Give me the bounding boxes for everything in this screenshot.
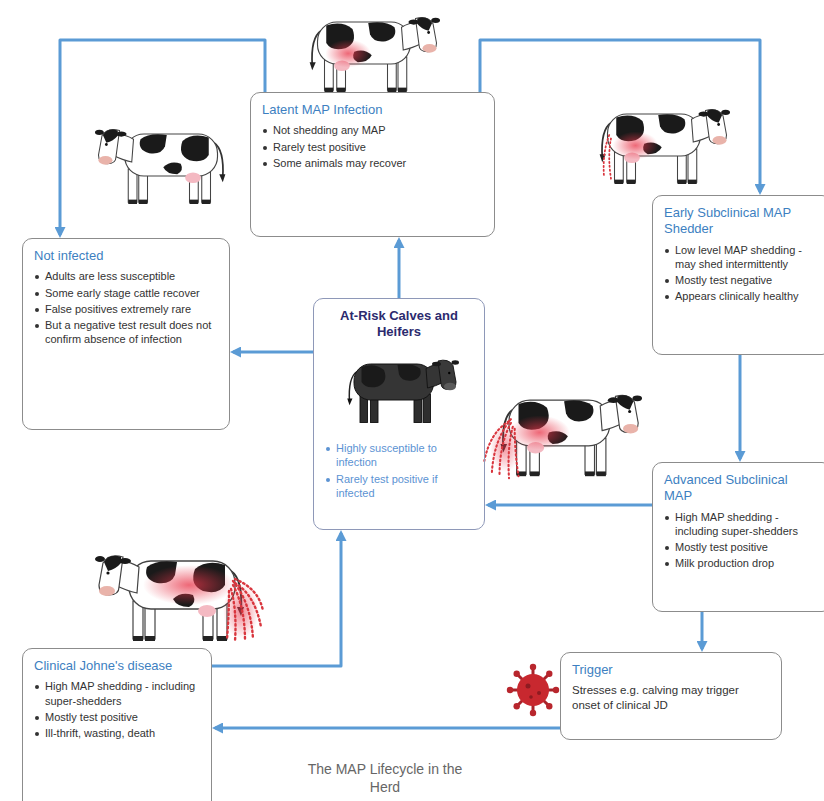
bullet-point: High MAP shedding - including super-shed… — [34, 679, 200, 708]
calf-illustration — [347, 360, 459, 422]
stage-heading: Not infected — [34, 248, 218, 264]
flow-arrow — [212, 533, 341, 666]
healthy-cow — [95, 129, 225, 204]
bullet-point: Some early stage cattle recover — [34, 286, 218, 300]
bullet-point: Some animals may recover — [262, 156, 483, 170]
stage-heading: Clinical Johne's disease — [34, 658, 200, 674]
stage-heading: Trigger — [572, 662, 770, 678]
bullet-point: Rarely test positive if infected — [325, 472, 473, 501]
early-shedder-cow — [600, 109, 730, 184]
bullet-point: Mostly test positive — [34, 710, 200, 724]
bullet-point: Milk production drop — [664, 556, 805, 570]
flow-arrow — [233, 351, 313, 354]
early-shedder-box: Early Subclinical MAP ShedderLow level M… — [652, 195, 824, 355]
clinical-disease-box: Clinical Johne's diseaseHigh MAP sheddin… — [22, 648, 212, 801]
advanced-shedder-box: Advanced Subclinical MAP High MAP sheddin… — [652, 462, 824, 612]
latent-cow — [310, 17, 440, 92]
bullet-point: Low level MAP shedding - may shed interm… — [664, 243, 805, 272]
flow-arrow — [480, 40, 760, 192]
trigger-box: TriggerStresses e.g. calving may trigger… — [560, 652, 782, 740]
at-risk-box: At-Risk Calves and HeifersHighly suscept… — [313, 298, 485, 530]
bullet-point: Mostly test negative — [664, 273, 805, 287]
stage-heading: Early Subclinical MAP Shedder — [664, 205, 805, 238]
bullet-point: But a negative test result does not conf… — [34, 318, 218, 347]
bullet-point: Appears clinically healthy — [664, 289, 805, 303]
bullet-point: Mostly test positive — [664, 540, 805, 554]
not-infected-box: Not infectedAdults are less susceptibleS… — [22, 238, 230, 430]
latent-stage-box: Latent MAP InfectionNot shedding any MAP… — [250, 92, 495, 237]
flow-arrow — [398, 240, 401, 298]
flow-arrow — [60, 40, 265, 235]
bullet-point: Rarely test positive — [262, 140, 483, 154]
stage-heading: Advanced Subclinical MAP — [664, 472, 805, 505]
bullet-point: False positives extremely rare — [34, 302, 218, 316]
body-text: Stresses e.g. calving may trigger onset … — [572, 683, 770, 713]
stage-heading: Latent MAP Infection — [262, 102, 483, 118]
bullet-point: Adults are less susceptible — [34, 269, 218, 283]
bullet-point: Ill-thrift, wasting, death — [34, 726, 200, 740]
stage-heading: At-Risk Calves and Heifers — [325, 308, 473, 341]
flow-arrow — [215, 727, 560, 730]
virus-icon — [507, 664, 559, 716]
clinical-cow — [95, 556, 263, 641]
bullet-point: Not shedding any MAP — [262, 123, 483, 137]
diagram-caption: The MAP Lifecycle in the Herd — [300, 760, 470, 796]
bullet-point: Highly susceptible to infection — [325, 441, 473, 470]
bullet-point: High MAP shedding - including super-shed… — [664, 510, 805, 539]
flow-arrow — [739, 355, 742, 459]
flow-arrow — [488, 504, 652, 507]
flow-arrow — [701, 612, 704, 649]
advanced-shedder-cow — [484, 395, 642, 478]
